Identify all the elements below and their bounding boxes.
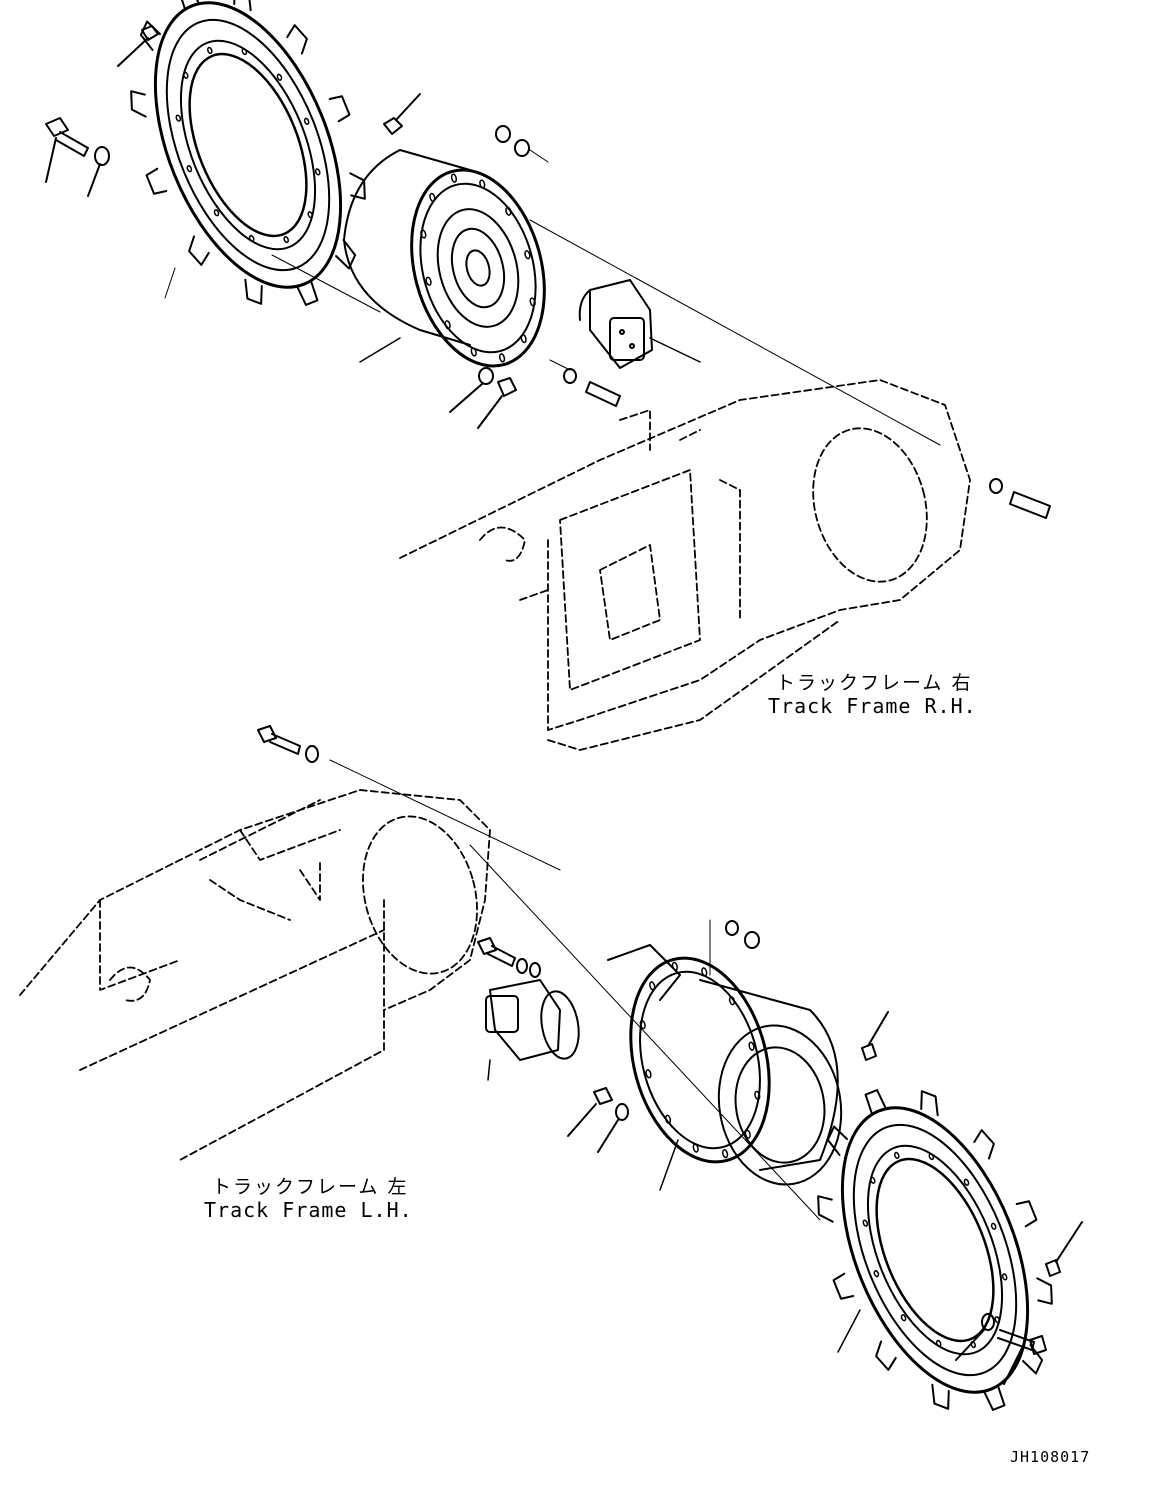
track-frame-rh-jp-label: トラックフレーム 右 bbox=[776, 672, 973, 694]
final-drive-rh bbox=[344, 150, 565, 381]
travel-motor-rh bbox=[580, 280, 700, 368]
track-frame-rh bbox=[400, 380, 970, 750]
bolt-icon bbox=[46, 26, 420, 196]
sprocket-rh bbox=[130, 0, 366, 307]
nut-icon bbox=[450, 126, 1050, 518]
sprocket-lh bbox=[817, 1088, 1053, 1412]
travel-motor-lh bbox=[486, 980, 584, 1080]
track-frame-rh-en-label: Track Frame R.H. bbox=[768, 694, 977, 718]
bolt-icon-lh bbox=[258, 726, 759, 977]
track-frame-lh-jp-label: トラックフレーム 左 bbox=[212, 1176, 409, 1198]
leader-lines bbox=[165, 220, 940, 445]
track-frame-lh bbox=[20, 790, 494, 1160]
drawing-code: JH108017 bbox=[1010, 1448, 1091, 1466]
final-drive-lh bbox=[608, 942, 853, 1194]
track-frame-lh-en-label: Track Frame L.H. bbox=[204, 1198, 413, 1222]
